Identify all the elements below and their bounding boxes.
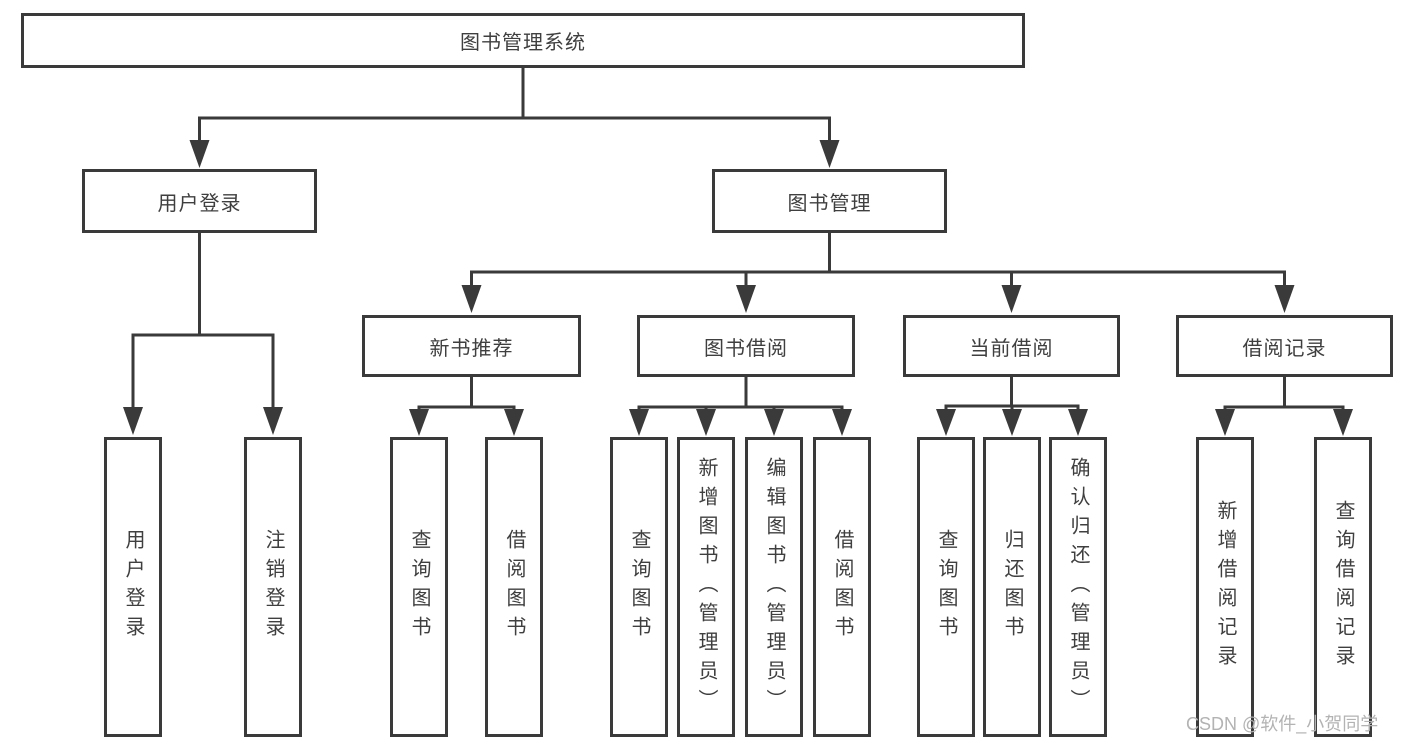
node-label: 新增图书（管理员） [695, 456, 717, 718]
node-label: 图书管理 [787, 192, 872, 215]
node-label: 归还图书 [1001, 529, 1023, 645]
node-label: 借阅图书 [503, 529, 525, 645]
node-label: 编辑图书（管理员） [763, 456, 785, 718]
node-current-borrow: 当前借阅 [903, 315, 1120, 377]
node-label: 借阅图书 [831, 529, 853, 645]
node-label: 当前借阅 [969, 337, 1054, 360]
node-label: 新书推荐 [429, 337, 514, 360]
leaf-newbooks-borrow-books: 借阅图书 [485, 437, 543, 737]
connector-root-to-level2 [189, 68, 840, 168]
node-label: 确认归还（管理员） [1067, 456, 1089, 718]
node-label: 用户登录 [122, 529, 144, 645]
leaf-bookborrow-borrow-books: 借阅图书 [813, 437, 871, 737]
leaf-bookborrow-query-books: 查询图书 [610, 437, 668, 737]
leaf-logout: 注销登录 [244, 437, 302, 737]
leaf-user-login: 用户登录 [104, 437, 162, 737]
node-label: 查询借阅记录 [1332, 500, 1354, 674]
node-user-login: 用户登录 [82, 169, 317, 233]
connector-new-books-branch [409, 377, 524, 436]
node-label: 图书借阅 [704, 337, 788, 360]
connector-book-management-branch [461, 233, 1295, 313]
leaf-add-books-admin: 新增图书（管理员） [677, 437, 735, 737]
node-label: 用户登录 [157, 192, 242, 215]
leaf-confirm-return-admin: 确认归还（管理员） [1049, 437, 1107, 737]
node-label: 查询图书 [628, 529, 650, 645]
leaf-currentborrow-query-books: 查询图书 [917, 437, 975, 737]
leaf-add-borrow-record: 新增借阅记录 [1196, 437, 1254, 737]
leaf-return-books: 归还图书 [983, 437, 1041, 737]
leaf-query-borrow-record: 查询借阅记录 [1314, 437, 1372, 737]
node-label: 注销登录 [262, 529, 284, 645]
node-label: 借阅记录 [1242, 337, 1327, 360]
csdn-watermark: CSDN @软件_小贺同学 [1186, 714, 1379, 734]
node-label: 查询图书 [408, 529, 430, 645]
leaf-edit-books-admin: 编辑图书（管理员） [745, 437, 803, 737]
node-label: 查询图书 [935, 529, 957, 645]
node-book-management: 图书管理 [712, 169, 947, 233]
connector-user-login-branch [123, 233, 283, 435]
leaf-newbooks-query-books: 查询图书 [390, 437, 448, 737]
node-root-library-management-system: 图书管理系统 [21, 13, 1025, 68]
connector-current-borrow-branch [936, 377, 1088, 436]
node-book-borrow: 图书借阅 [637, 315, 855, 377]
connector-borrow-records-branch [1215, 377, 1353, 436]
node-borrow-records: 借阅记录 [1176, 315, 1393, 377]
node-label: 图书管理系统 [460, 32, 586, 54]
connector-book-borrow-branch [629, 377, 852, 436]
node-label: 新增借阅记录 [1214, 500, 1236, 674]
node-new-book-recommend: 新书推荐 [362, 315, 581, 377]
